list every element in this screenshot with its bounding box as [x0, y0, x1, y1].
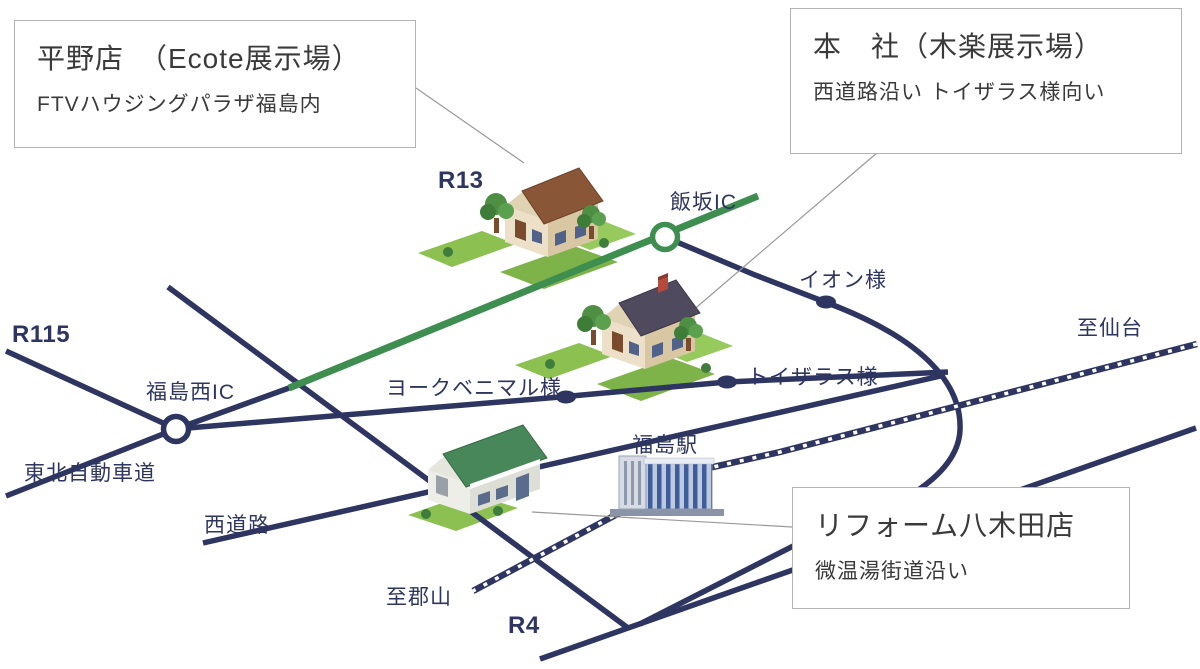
reform-yagita-subtitle: 微温湯街道沿い: [815, 560, 969, 583]
label-fukushima-station: 福島駅: [632, 434, 698, 457]
leader-hirano: [415, 87, 525, 164]
railway-line: [471, 340, 1198, 594]
label-toysrus: トイザラス様: [747, 366, 879, 389]
aeon-dot: [816, 295, 836, 309]
head-office-title: 本 社（木楽展示場）: [813, 31, 1104, 62]
road-nishi-doro: [202, 372, 946, 546]
fukushima-station-illustration: [610, 455, 724, 516]
road-diagonal: [166, 284, 630, 631]
toysrus-dot: [717, 375, 737, 389]
label-nishi-doro: 西道路: [204, 514, 270, 537]
road-r13-green: [287, 192, 760, 392]
label-aeon: イオン様: [799, 269, 887, 292]
callout-reform-yagita: リフォーム八木田店 微温湯街道沿い: [792, 487, 1130, 609]
reform-yagita-title: リフォーム八木田店: [815, 510, 1076, 541]
label-route-r115: R115: [12, 321, 71, 348]
label-iizaka-ic: 飯坂IC: [670, 191, 737, 214]
callout-head-office: 本 社（木楽展示場） 西道路沿い トイザラス様向い: [790, 8, 1182, 154]
head-office-house-illustration: [545, 273, 711, 373]
callout-hirano-store: 平野店 （Ecote展示場） FTVハウジングパラザ福島内: [14, 20, 416, 148]
leader-lines: [415, 87, 879, 528]
label-fukushima-nishi-ic: 福島西IC: [146, 381, 235, 404]
road-r115: [4, 348, 178, 432]
leader-head-office: [690, 151, 879, 313]
hirano-house-illustration: [443, 167, 609, 257]
store-dots: [556, 295, 836, 404]
reform-store-illustration: [421, 424, 548, 519]
iizaka-ic-circle: [649, 221, 681, 253]
head-office-subtitle: 西道路沿い トイザラス様向い: [813, 81, 1106, 104]
label-york-benimaru: ヨークベニマル様: [386, 377, 562, 400]
label-route-r13: R13: [438, 167, 484, 194]
label-tohoku-expressway: 東北自動車道: [24, 462, 156, 485]
label-route-r4: R4: [508, 612, 540, 639]
fukushima-nishi-ic-circle: [160, 413, 192, 445]
interchanges: [160, 221, 681, 445]
label-to-koriyama: 至郡山: [386, 586, 452, 609]
leader-reform: [531, 511, 793, 528]
hirano-store-subtitle: FTVハウジングパラザ福島内: [37, 93, 322, 116]
label-to-sendai: 至仙台: [1077, 317, 1143, 340]
york-benimaru-dot: [556, 390, 576, 404]
road-shops-row: [175, 369, 949, 432]
hirano-store-title: 平野店 （Ecote展示場）: [37, 43, 361, 74]
railway-ties: [472, 342, 1198, 593]
